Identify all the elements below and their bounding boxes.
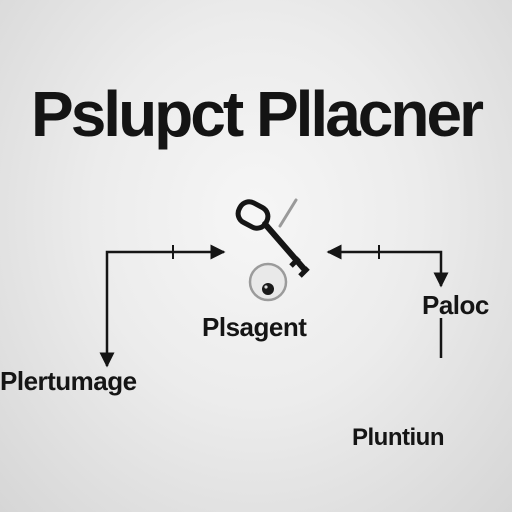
key-shaft [262,221,308,273]
key-ring-hole [262,283,274,295]
key-icon [235,198,310,302]
node-label-bottom: Pluntiun [352,424,444,451]
node-label-right: Paloc [422,290,489,320]
left-connector [99,244,226,368]
key-ring [248,262,288,302]
key-bit-1 [289,256,301,268]
right-connector-line [326,244,449,288]
diagram-title: Pslupct Pllacner [31,78,484,150]
key-ring-shine [264,285,268,289]
node-label-center: Plsagent [202,312,307,342]
key-bit-2 [298,266,310,278]
key-shadow-stroke [278,198,298,228]
node-label-left: Plertumage [0,366,137,396]
right-connector [326,244,449,358]
left-connector-line [99,244,226,368]
